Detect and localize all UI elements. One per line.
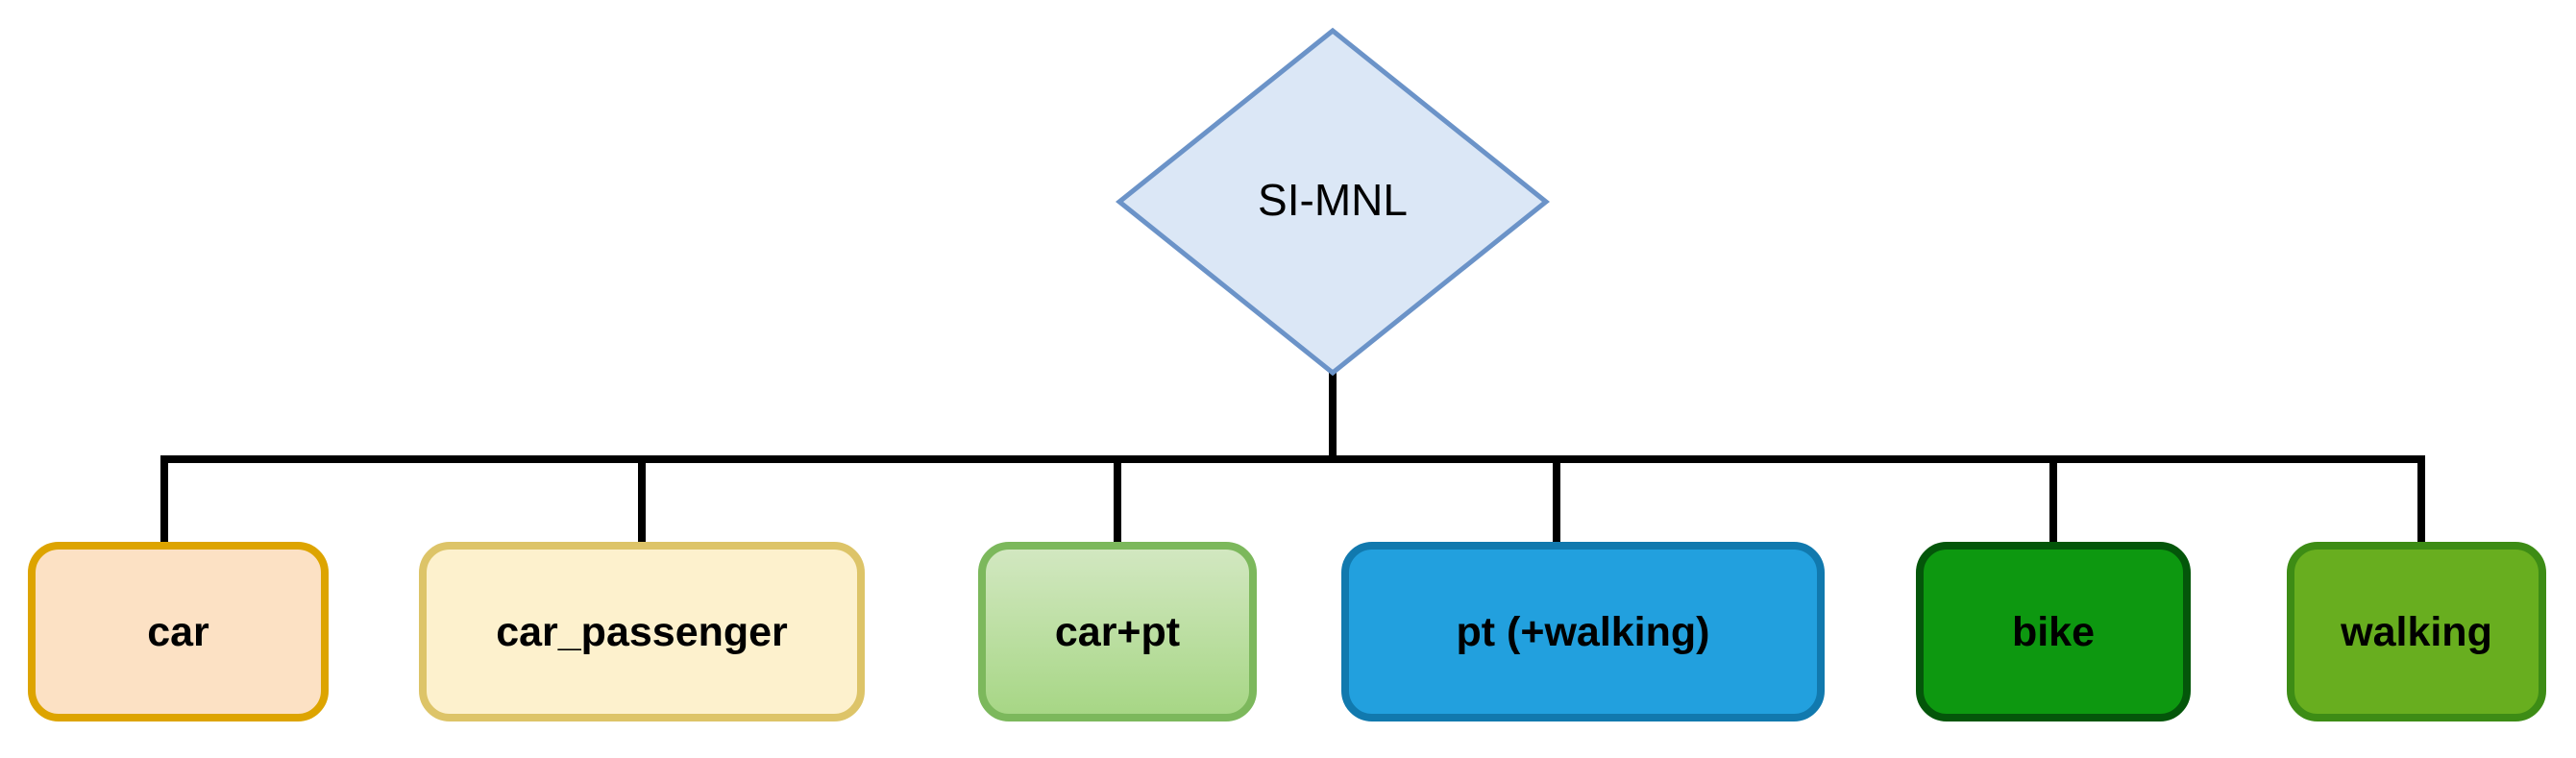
root-node-label: SI-MNL (1258, 175, 1408, 225)
leaf-node-walking[interactable]: walking (2287, 542, 2546, 721)
leaf-label-car-pt: car+pt (1055, 609, 1180, 655)
leaf-label-bike: bike (2012, 609, 2095, 655)
leaf-node-car-passenger[interactable]: car_passenger (419, 542, 865, 721)
root-diamond-shape[interactable] (1116, 27, 1550, 377)
leaf-label-walking: walking (2340, 609, 2492, 655)
leaf-box-bike[interactable] (1916, 542, 2191, 721)
leaf-label-car: car (147, 609, 209, 655)
leaf-node-car-pt[interactable]: car+pt (978, 542, 1257, 721)
leaf-label-car-passenger: car_passenger (496, 609, 788, 655)
connector-lines (160, 373, 2425, 546)
leaf-box-pt-walking[interactable] (1341, 542, 1825, 721)
leaf-box-car[interactable] (28, 542, 329, 721)
leaf-node-bike[interactable]: bike (1916, 542, 2191, 721)
leaf-node-pt-walking[interactable]: pt (+walking) (1341, 542, 1825, 721)
leaf-nodes-group: car car_passenger car+pt pt (+walking) bike w… (28, 542, 2546, 721)
leaf-box-car-pt[interactable] (978, 542, 1257, 721)
leaf-node-car[interactable]: car (28, 542, 329, 721)
leaf-box-car-passenger[interactable] (419, 542, 865, 721)
root-node-group[interactable]: SI-MNL (1116, 27, 1550, 377)
leaf-label-pt-walking: pt (+walking) (1457, 609, 1710, 655)
leaf-box-walking[interactable] (2287, 542, 2546, 721)
